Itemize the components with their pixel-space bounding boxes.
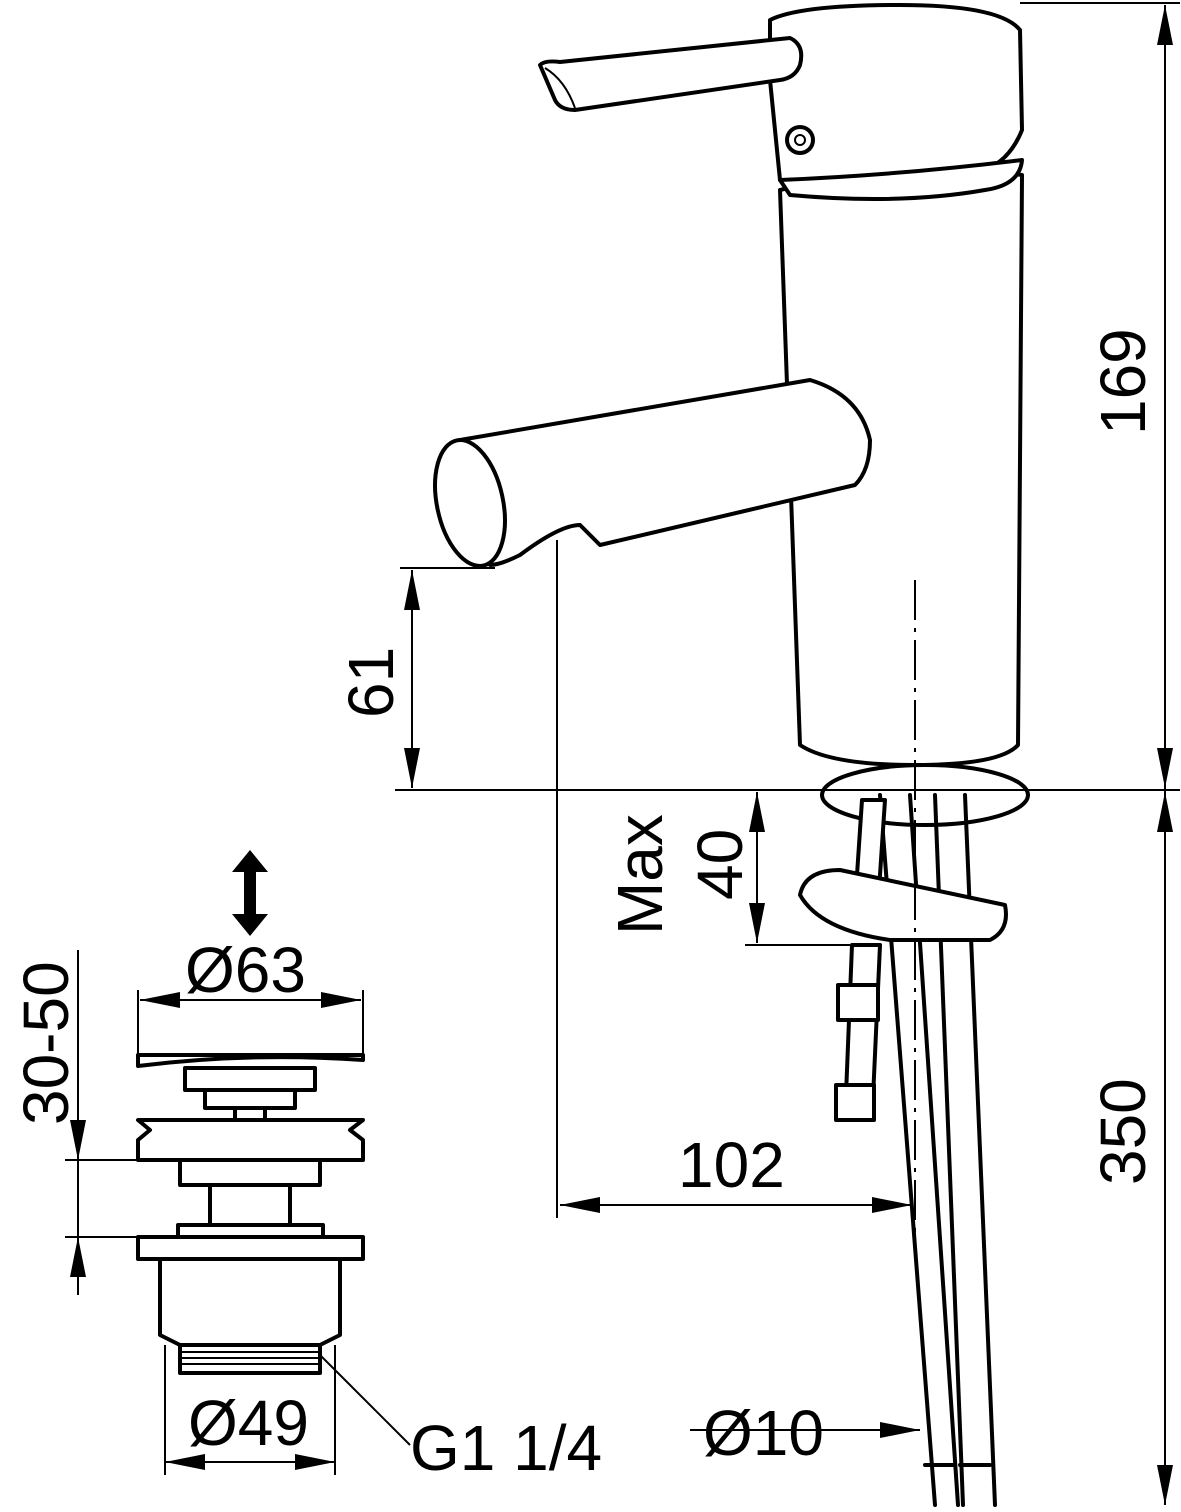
dim-waste-body-diameter: Ø49	[188, 1387, 309, 1459]
dim-waste-stroke: 30-50	[10, 961, 82, 1125]
faucet-body	[433, 3, 1030, 1507]
dim-waste-top-diameter: Ø63	[185, 934, 306, 1006]
dim-height-total: 169	[1087, 328, 1159, 435]
dimension-lines	[395, 2, 1180, 1505]
dim-max-label: Max	[604, 814, 676, 935]
dim-hose-length: 350	[1087, 1078, 1159, 1185]
dim-max-thickness: 40	[684, 829, 756, 900]
dim-spout-height: 61	[335, 647, 407, 718]
dim-waste-thread: G1 1/4	[410, 1412, 602, 1484]
up-down-arrow-icon	[232, 850, 268, 936]
waste-valve	[65, 850, 411, 1475]
dim-spout-reach: 102	[678, 1129, 785, 1201]
dim-hose-diameter: Ø10	[703, 1397, 824, 1469]
